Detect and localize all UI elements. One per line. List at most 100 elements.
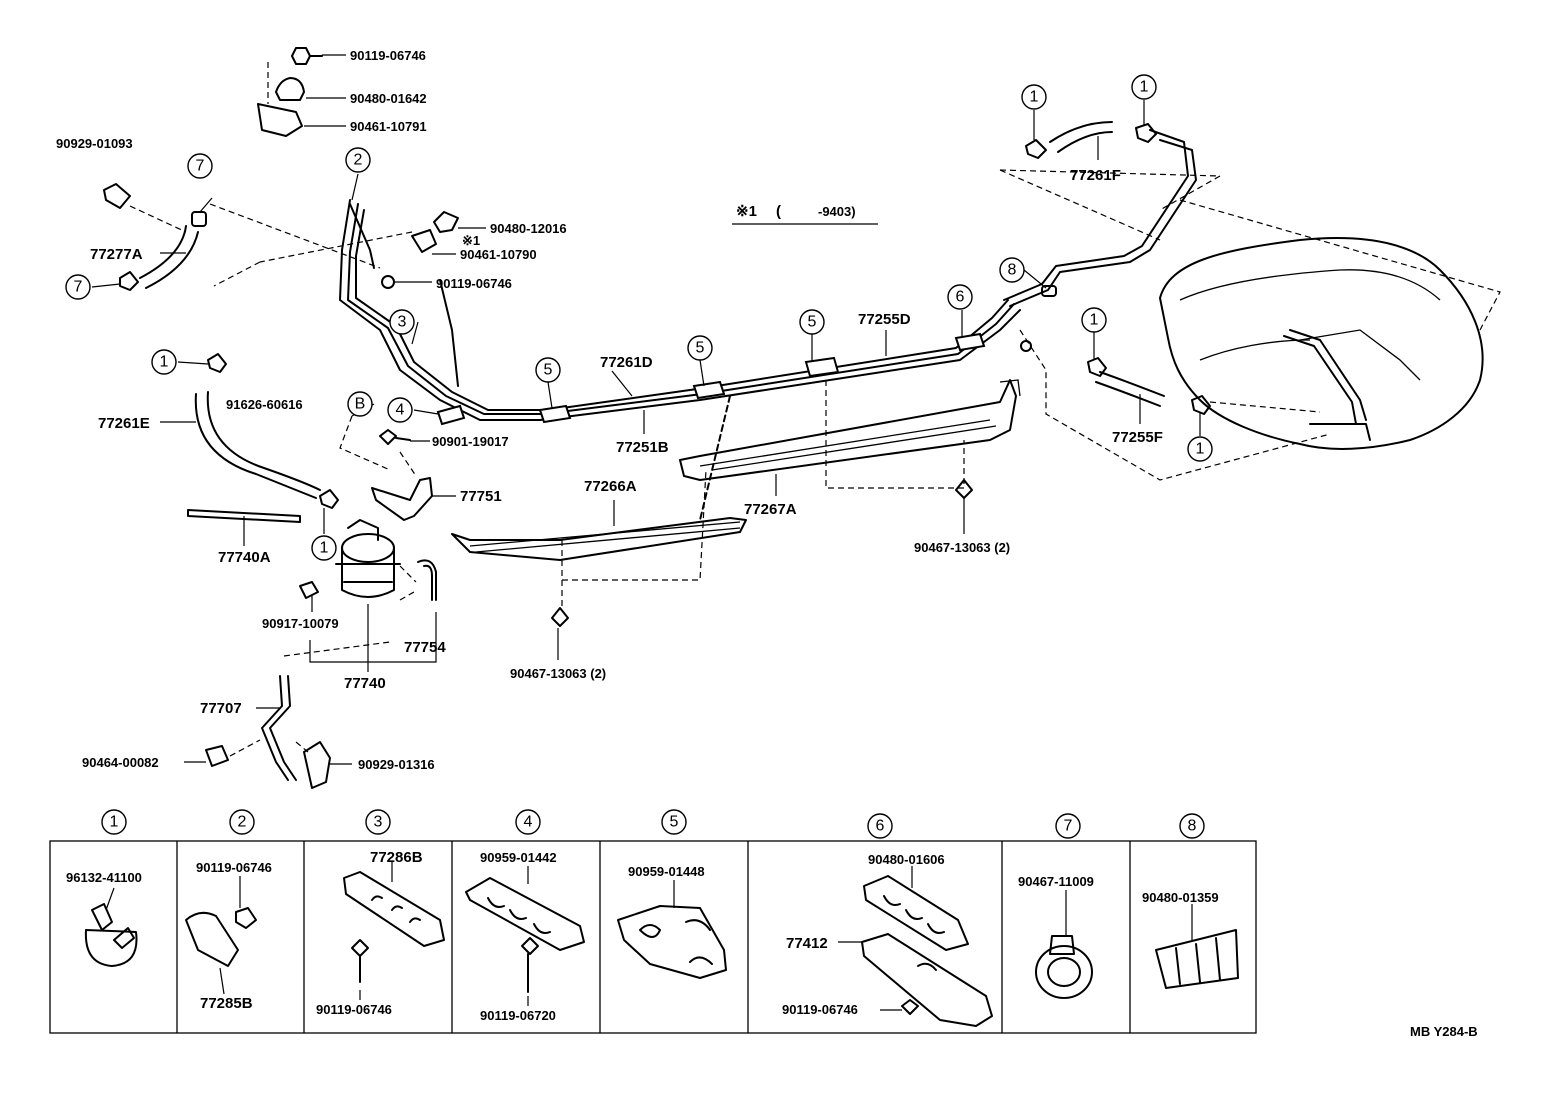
svg-text:7: 7 bbox=[196, 158, 205, 175]
clamp-90461-10790 bbox=[411, 229, 437, 253]
legend-clamp-77286B bbox=[343, 871, 445, 983]
clamp-90480-01642 bbox=[275, 77, 305, 101]
label-90480-12016: 90480-12016 bbox=[490, 221, 567, 236]
legend-bracket-77285B bbox=[185, 907, 257, 967]
callout-1-lower: 1 bbox=[311, 535, 337, 561]
svg-text:7: 7 bbox=[1064, 818, 1073, 835]
guide-dash-5b bbox=[699, 395, 731, 521]
joint-8 bbox=[1041, 285, 1057, 297]
protector-77267A bbox=[679, 379, 1021, 481]
callout-7-upper: 7 bbox=[187, 153, 213, 179]
label-77261D: 77261D bbox=[600, 354, 653, 371]
bolt-90119-06746-mid bbox=[381, 275, 395, 289]
clamp-90464-00082 bbox=[205, 745, 229, 767]
legend-clamp-90959-01448 bbox=[617, 905, 727, 979]
hose-77255F bbox=[1095, 371, 1165, 407]
note-code: -9403) bbox=[818, 204, 856, 219]
legend-3-part-0: 77286B bbox=[370, 849, 423, 866]
label-90929-01093: 90929-01093 bbox=[56, 136, 133, 151]
bracket-77751 bbox=[371, 477, 433, 521]
svg-text:1: 1 bbox=[1030, 89, 1039, 106]
clamp-5-a bbox=[538, 404, 572, 424]
legend-header-4: 4 bbox=[515, 809, 541, 835]
legend-clip-90480-01359 bbox=[1155, 929, 1239, 989]
label-90461-10790: 90461-10790 bbox=[460, 247, 537, 262]
label-77754: 77754 bbox=[404, 639, 446, 656]
legend-header-3: 3 bbox=[365, 809, 391, 835]
svg-text:1: 1 bbox=[110, 814, 119, 831]
svg-text:1: 1 bbox=[1090, 312, 1099, 329]
legend-header-5: 5 bbox=[661, 809, 687, 835]
legend-7-part-0: 90467-11009 bbox=[1018, 874, 1094, 889]
clip-90929-01093 bbox=[103, 183, 131, 209]
svg-text:4: 4 bbox=[524, 814, 533, 831]
clamp-90929-01316 bbox=[303, 741, 331, 789]
svg-text:8: 8 bbox=[1008, 262, 1017, 279]
label-90917-10079: 90917-10079 bbox=[262, 616, 339, 631]
legend-clamp-90480-01606 bbox=[863, 875, 969, 951]
svg-text:3: 3 bbox=[374, 814, 383, 831]
label-x1-small: ※1 bbox=[462, 233, 480, 248]
callout-B: B bbox=[347, 391, 373, 417]
svg-text:1: 1 bbox=[320, 540, 329, 557]
callout-4: 4 bbox=[387, 397, 413, 423]
legend-6-part-2: 90119-06746 bbox=[782, 1002, 858, 1017]
legend-4-part-1: 90119-06720 bbox=[480, 1008, 556, 1023]
label-90480-01642: 90480-01642 bbox=[350, 91, 427, 106]
note-paren: ( bbox=[776, 203, 781, 220]
label-77740A: 77740A bbox=[218, 549, 271, 566]
clip-1-tank-a bbox=[1025, 139, 1047, 159]
legend-2-part-0: 90119-06746 bbox=[196, 860, 272, 875]
clamp-5-b bbox=[692, 380, 726, 400]
legend-header-7: 7 bbox=[1055, 813, 1081, 839]
svg-text:2: 2 bbox=[354, 152, 363, 169]
svg-text:6: 6 bbox=[876, 818, 885, 835]
clip-1-tank-d bbox=[1191, 395, 1211, 415]
legend-header-1: 1 bbox=[101, 809, 127, 835]
clip-1-tank-b bbox=[1135, 123, 1157, 143]
clamp-4 bbox=[436, 404, 466, 426]
hose-77261E bbox=[194, 391, 321, 499]
svg-text:5: 5 bbox=[696, 340, 705, 357]
protector-77266A bbox=[451, 517, 747, 561]
svg-text:1: 1 bbox=[1196, 441, 1205, 458]
fitting-tank-inlet bbox=[1020, 340, 1032, 352]
legend-6-part-1: 77412 bbox=[786, 935, 828, 952]
label-77255D: 77255D bbox=[858, 311, 911, 328]
clip-90467-13063-left bbox=[551, 607, 569, 627]
legend-header-6: 6 bbox=[867, 813, 893, 839]
svg-text:B: B bbox=[355, 396, 366, 413]
legend-table bbox=[49, 840, 1257, 1034]
label-91626-60616: 91626-60616 bbox=[226, 397, 303, 412]
label-90464-00082: 90464-00082 bbox=[82, 755, 159, 770]
svg-text:5: 5 bbox=[544, 362, 553, 379]
clamp-5-c bbox=[804, 356, 840, 378]
svg-text:6: 6 bbox=[956, 289, 965, 306]
legend-bracket-77412 bbox=[861, 933, 993, 1027]
label-90119-06746-top: 90119-06746 bbox=[350, 48, 426, 63]
svg-text:3: 3 bbox=[398, 314, 407, 331]
canister-77740 bbox=[335, 519, 401, 598]
callout-8: 8 bbox=[999, 257, 1025, 283]
callout-2: 2 bbox=[345, 147, 371, 173]
label-90929-01316: 90929-01316 bbox=[358, 757, 435, 772]
label-77740: 77740 bbox=[344, 675, 386, 692]
clamp-90480-12016 bbox=[433, 211, 459, 233]
clip-90467-13063-right bbox=[955, 479, 973, 499]
bolt-90119-06746-top bbox=[291, 47, 323, 65]
callout-7-lower: 7 bbox=[65, 274, 91, 300]
legend-2-part-1: 77285B bbox=[200, 995, 253, 1012]
callout-6: 6 bbox=[947, 284, 973, 310]
svg-text:1: 1 bbox=[1140, 79, 1149, 96]
callout-5-a: 5 bbox=[535, 357, 561, 383]
legend-1-part-0: 96132-41100 bbox=[66, 870, 142, 885]
label-77751: 77751 bbox=[460, 488, 502, 505]
clip-1-tank-c bbox=[1087, 357, 1107, 377]
fuel-pipe-bundle-front bbox=[339, 199, 1021, 421]
legend-clip-96132-41100 bbox=[84, 903, 138, 967]
hose-77740A bbox=[187, 509, 301, 523]
svg-text:4: 4 bbox=[396, 402, 405, 419]
callout-5-b: 5 bbox=[687, 335, 713, 361]
label-90467-13063-right: 90467-13063 (2) bbox=[914, 540, 1010, 555]
